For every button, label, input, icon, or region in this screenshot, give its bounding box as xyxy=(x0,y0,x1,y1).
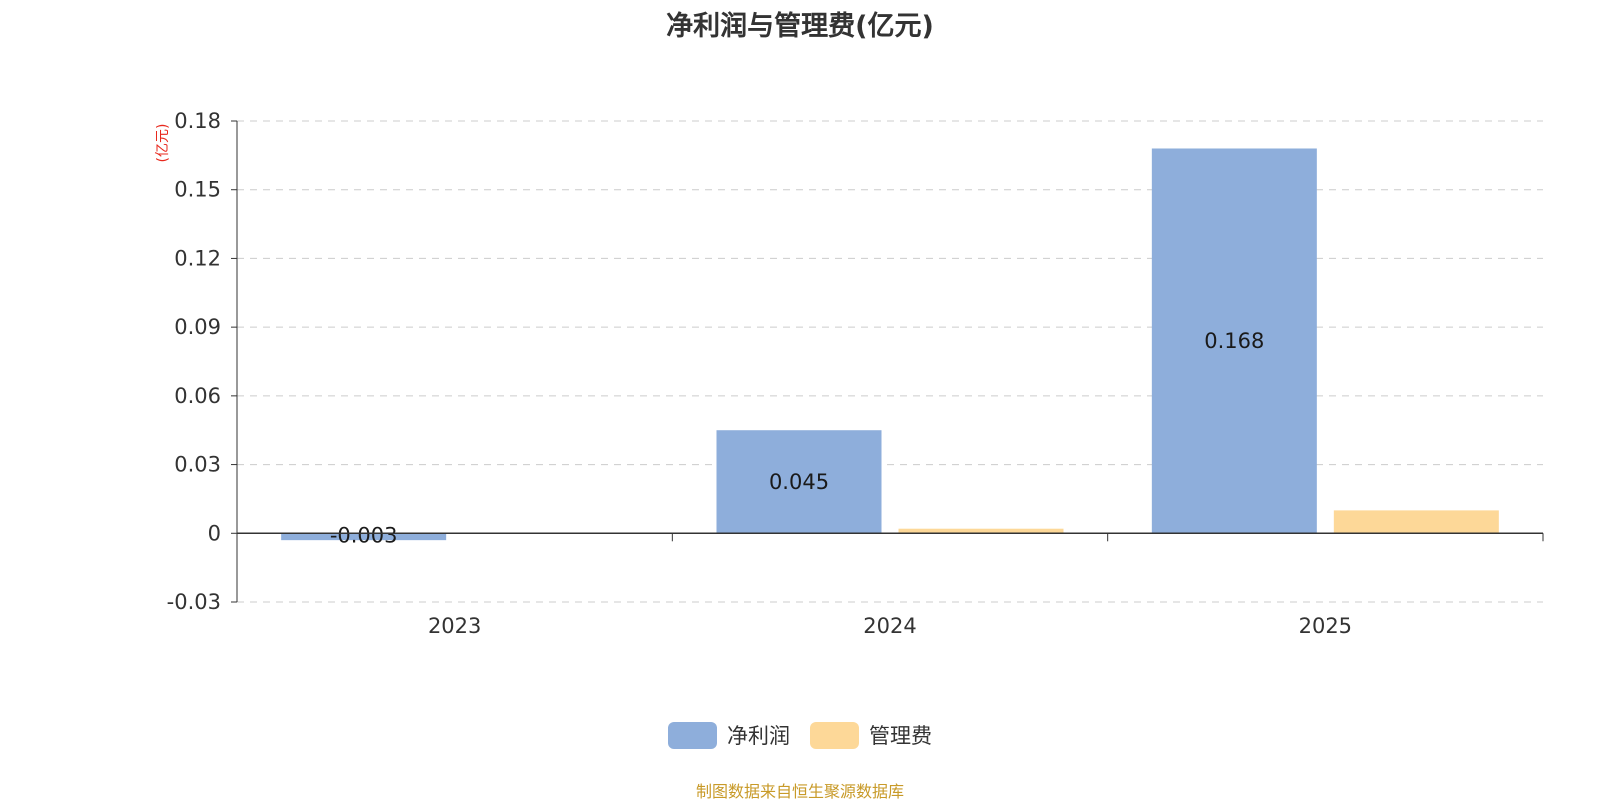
legend-swatch-net-profit xyxy=(668,722,717,749)
data-label: -0.003 xyxy=(330,523,398,547)
y-tick-label: 0.03 xyxy=(174,453,221,477)
y-tick-label: 0 xyxy=(208,521,221,545)
x-tick-label: 2024 xyxy=(863,614,916,638)
legend-label-net-profit: 净利润 xyxy=(727,720,790,750)
x-tick-label: 2023 xyxy=(428,614,481,638)
y-tick-label: 0.06 xyxy=(174,384,221,408)
y-tick-label: 0.18 xyxy=(174,109,221,133)
legend: 净利润 管理费 xyxy=(0,720,1600,750)
data-label: 0.045 xyxy=(769,470,829,494)
legend-item-net-profit[interactable]: 净利润 xyxy=(668,720,790,750)
bar-admin-expense-2025 xyxy=(1334,510,1499,533)
y-tick-label: 0.12 xyxy=(174,246,221,270)
x-tick-label: 2025 xyxy=(1299,614,1352,638)
y-tick-label: 0.09 xyxy=(174,315,221,339)
data-label: 0.168 xyxy=(1204,329,1264,353)
data-source-note: 制图数据来自恒生聚源数据库 xyxy=(0,778,1600,802)
legend-label-admin-expense: 管理费 xyxy=(869,720,932,750)
y-tick-label: -0.03 xyxy=(167,590,221,614)
legend-swatch-admin-expense xyxy=(810,722,859,749)
y-tick-label: 0.15 xyxy=(174,178,221,202)
legend-item-admin-expense[interactable]: 管理费 xyxy=(810,720,932,750)
